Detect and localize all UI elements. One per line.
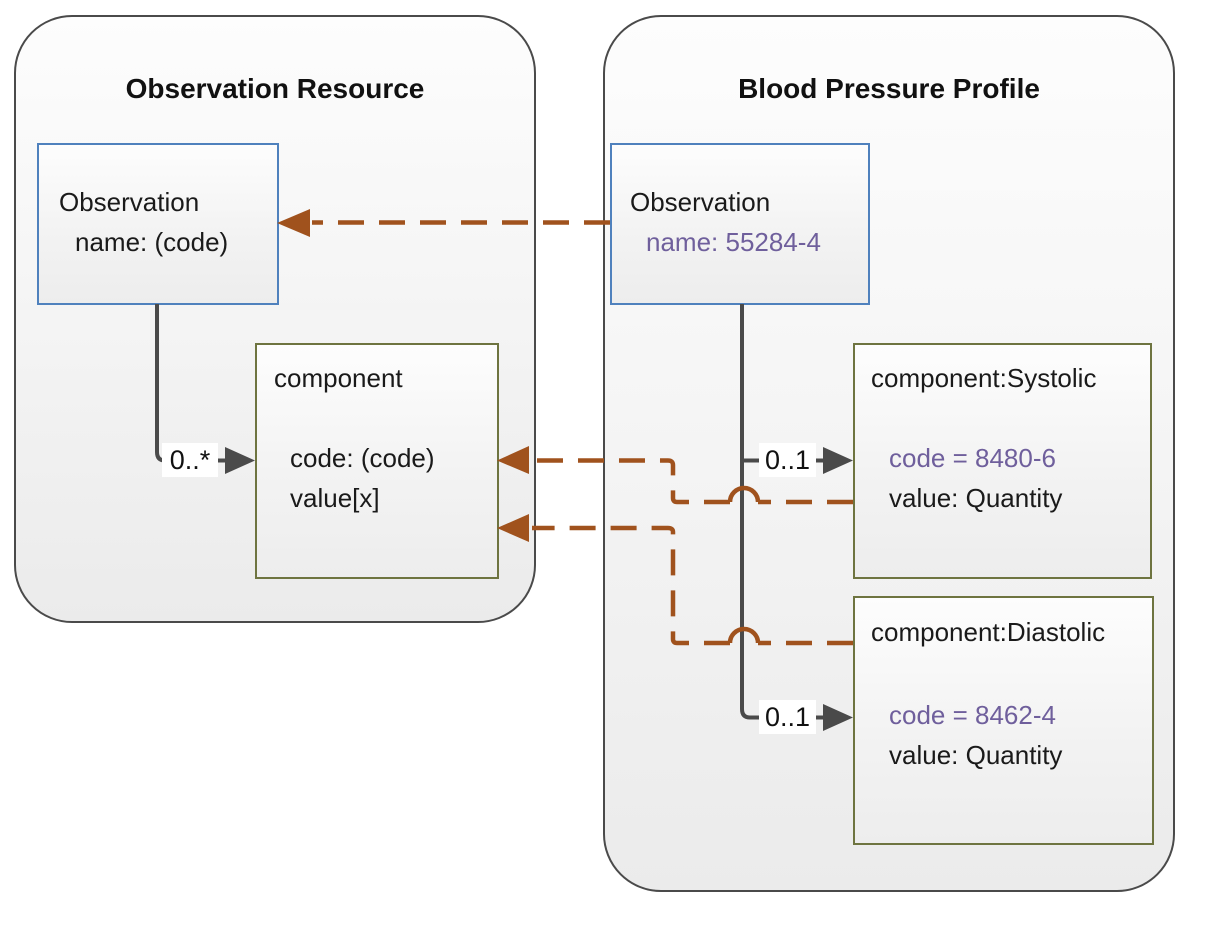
multiplicity-label-component: 0..* [162,443,218,477]
diastolic-component-value: value: Quantity [889,740,1063,770]
base-component-box: component code: (code) value[x] [255,343,499,579]
base-component-title: component [274,363,403,393]
base-component-value: value[x] [290,483,380,513]
multiplicity-label-diastolic: 0..1 [759,700,816,734]
systolic-component-value: value: Quantity [889,483,1063,513]
profile-observation-name: Observation [630,187,771,217]
multiplicity-label-systolic: 0..1 [759,443,816,477]
base-observation-name: Observation [59,187,200,217]
panel-title-blood-pressure-profile: Blood Pressure Profile [738,73,1040,104]
base-observation-attr: name: (code) [75,227,229,257]
base-component-code: code: (code) [290,443,435,473]
systolic-component-title: component:Systolic [871,363,1097,393]
profile-observation-attr: name: 55284-4 [646,227,821,257]
systolic-component-box: component:Systolic code = 8480-6 value: … [853,343,1152,579]
diastolic-component-code: code = 8462-4 [889,700,1056,730]
diastolic-component-title: component:Diastolic [871,617,1106,647]
diastolic-component-box: component:Diastolic code = 8462-4 value:… [853,596,1154,845]
profile-observation-box: Observation name: 55284-4 [610,143,870,305]
systolic-component-code: code = 8480-6 [889,443,1056,473]
base-observation-box: Observation name: (code) [37,143,279,305]
panel-title-observation-resource: Observation Resource [125,73,425,104]
